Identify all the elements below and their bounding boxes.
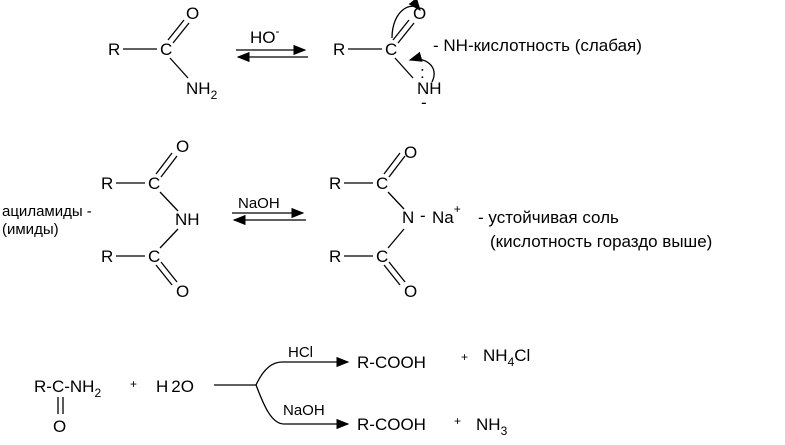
amide-anion-structure: R C O NH : - - NH-кислотность (слабая) <box>333 0 642 112</box>
double-bond-c-o-1 <box>392 19 410 41</box>
nh-acidity-note: - NH-кислотность (слабая) <box>433 36 642 55</box>
amide-structure: R C O NH2 <box>108 4 218 102</box>
double-bond-top-1 <box>383 152 401 175</box>
negative-charge: - <box>421 93 427 112</box>
acid-hydrolysis-arrow <box>255 356 350 386</box>
carbonyl-carbon-label: C <box>160 40 172 59</box>
electron-shift-arrow-2 <box>408 51 435 83</box>
r-group-label: R <box>108 40 120 59</box>
stable-salt-note: - устойчивая соль <box>478 208 619 227</box>
amino-group-label: NH2 <box>186 79 218 102</box>
hcl-reagent-label: HCl <box>288 344 313 361</box>
double-bond-c-o-2 <box>397 22 415 44</box>
double-bond-bottom-2 <box>160 261 178 283</box>
oxygen-top: O <box>176 137 189 156</box>
amide-reactant: R-C-NH2 O <box>34 377 101 436</box>
plus-sign: + <box>454 414 461 428</box>
acylamides-label: ациламиды - <box>2 203 92 220</box>
bond-n-c-bottom <box>159 228 179 249</box>
carbon-bottom: C <box>148 247 160 266</box>
oxygen-bottom: O <box>404 282 417 301</box>
nitrogen-label: N <box>402 208 414 227</box>
plus-sign: + <box>130 377 137 391</box>
carbon-bottom: C <box>376 247 388 266</box>
r-group-bottom: R <box>101 247 113 266</box>
reaction-1: R C O NH2 HO- R C O NH : - <box>108 0 642 112</box>
carbonyl-carbon-label: C <box>385 40 397 59</box>
r-group-top: R <box>101 174 113 193</box>
double-bond-bottom-1 <box>155 264 173 286</box>
ammonia-product: NH3 <box>476 415 508 438</box>
carboxylic-acid-product: R-COOH <box>357 353 426 372</box>
carbon-top: C <box>376 174 388 193</box>
branching-arrows: HCl NaOH <box>214 344 350 430</box>
base-hydrolysis-arrow <box>255 384 350 430</box>
double-bond-bottom-2 <box>388 261 406 283</box>
reagent-label-ho: HO- <box>250 24 280 47</box>
equilibrium-arrows-2: NaOH <box>232 195 306 226</box>
reaction-2: ациламиды - (имиды) R C O NH R C O NaOH <box>2 137 712 301</box>
bond-c-n <box>169 57 189 79</box>
bond-c-n-top <box>387 191 405 210</box>
carbonyl-oxygen-label: O <box>53 417 66 436</box>
r-group-top: R <box>329 174 341 193</box>
double-bond-top-2 <box>160 155 178 178</box>
oxygen-bottom: O <box>176 282 189 301</box>
carboxylic-acid-product-base: R-COOH <box>357 415 426 434</box>
lone-pair-dots: : <box>420 63 425 82</box>
r-group-bottom: R <box>329 247 341 266</box>
amide-formula: R-C-NH2 <box>34 377 101 400</box>
imides-label: (имиды) <box>2 221 59 238</box>
ammonium-chloride-product: NH4Cl <box>483 346 530 369</box>
bond-c-n-top <box>159 191 179 212</box>
plus-sign: + <box>461 350 468 364</box>
double-bond-c-o-1 <box>167 19 185 41</box>
bond-n-c-bottom <box>387 228 405 249</box>
nh-label: NH <box>417 79 442 98</box>
imide-nh-label: NH <box>175 210 200 229</box>
naoh-reagent-label: NaOH <box>283 402 325 419</box>
carbonyl-oxygen-label: O <box>186 4 199 23</box>
double-bond-bottom-1 <box>383 264 401 286</box>
imide-salt-structure: R C O N - Na+ R C O - устойчивая соль (к… <box>329 143 712 301</box>
carbon-top: C <box>148 174 160 193</box>
equilibrium-arrows-1: HO- <box>236 24 308 63</box>
r-group-label: R <box>333 40 345 59</box>
bond-c-n <box>394 57 414 79</box>
oxygen-top: O <box>404 143 417 162</box>
double-bond-top-1 <box>155 152 173 175</box>
higher-acidity-note: (кислотность гораздо выше) <box>490 232 712 251</box>
reagent-label-naoh: NaOH <box>238 195 280 212</box>
ionic-bond-dash: - <box>420 206 426 225</box>
double-bond-top-2 <box>388 155 406 178</box>
electron-shift-arrow-1 <box>391 0 421 39</box>
imide-structure: R C O NH R C O <box>101 137 200 301</box>
double-bond-c-o-2 <box>172 22 190 44</box>
sodium-label: Na+ <box>432 202 461 227</box>
